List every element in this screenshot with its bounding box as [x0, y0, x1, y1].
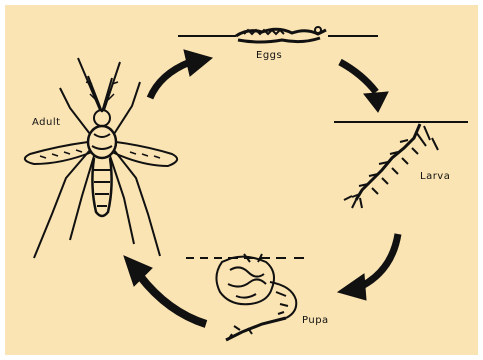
label-larva: Larva: [420, 172, 450, 182]
arrow-adult-to-eggs: [150, 50, 212, 98]
label-eggs: Eggs: [256, 51, 282, 61]
cycle-arrows: [124, 50, 398, 324]
arrow-eggs-to-larva: [340, 62, 388, 112]
label-adult: Adult: [32, 118, 61, 128]
label-pupa: Pupa: [302, 316, 329, 326]
arrow-larva-to-pupa: [338, 234, 398, 300]
arrow-pupa-to-adult: [124, 256, 206, 324]
larva-illustration: [334, 122, 468, 208]
eggs-illustration: [178, 27, 378, 42]
